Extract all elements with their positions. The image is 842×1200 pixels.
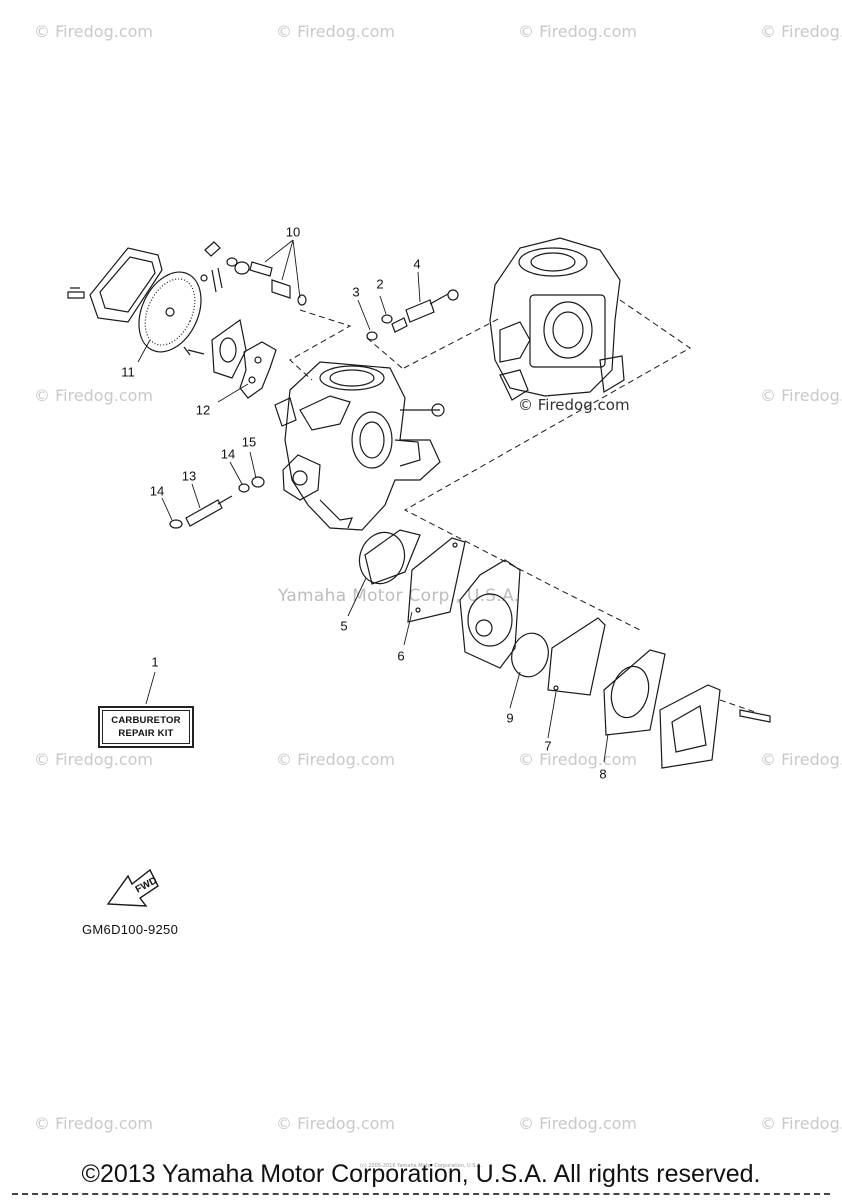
pump-cover-part	[67, 247, 277, 399]
carburetor-secondary	[489, 237, 625, 401]
watermark: © Firedog.com	[760, 386, 842, 405]
copyright-notice: ©2013 Yamaha Motor Corporation, U.S.A. A…	[81, 1160, 761, 1188]
watermark: © Firedog.com	[518, 22, 637, 41]
callout-number: 1	[151, 654, 159, 670]
callout-number: 3	[352, 284, 360, 300]
callout-number: 5	[340, 618, 348, 634]
callout-leaders	[137, 239, 609, 763]
callout-number: 13	[181, 468, 197, 484]
watermark: © Firedog.com	[518, 1114, 637, 1133]
callout-number: 8	[599, 766, 607, 782]
throttle-stop-parts	[169, 476, 265, 529]
assembly-lines	[289, 299, 756, 713]
repair-kit-line2: REPAIR KIT	[118, 728, 174, 739]
callout-number: 2	[376, 276, 384, 292]
callout-number: 15	[241, 434, 257, 450]
repair-kit-label: CARBURETOR REPAIR KIT	[98, 706, 194, 748]
carburetor-main	[274, 361, 445, 531]
watermark: © Firedog.com	[276, 22, 395, 41]
watermark: © Firedog.com	[34, 22, 153, 41]
center-watermark: Yamaha Motor Corp., U.S.A.	[278, 586, 520, 606]
watermark: © Firedog.com	[276, 1114, 395, 1133]
callout-number: 11	[121, 364, 135, 380]
watermark: © Firedog.com	[34, 750, 153, 769]
pilot-screw-parts	[366, 289, 459, 341]
callout-number: 9	[506, 710, 514, 726]
callout-number: 7	[544, 738, 552, 754]
bottom-border	[12, 1193, 830, 1195]
callout-number: 14	[220, 446, 236, 462]
callout-number: 4	[413, 256, 421, 272]
callout-number: 6	[397, 648, 405, 664]
watermark: © Firedog.com	[34, 1114, 153, 1133]
repair-kit-inner: CARBURETOR REPAIR KIT	[102, 710, 190, 744]
small-print: (c) 2005-2016 Yamaha Motor Corporation, …	[360, 1163, 482, 1169]
watermark: © Firedog.com	[760, 750, 842, 769]
diagram-code: GM6D100-9250	[82, 922, 179, 937]
forward-arrow-icon	[106, 868, 159, 907]
callout-number: 12	[195, 402, 211, 418]
needle-parts	[200, 241, 307, 306]
callout-number: 10	[285, 224, 301, 240]
diagram-watermark: © Firedog.com	[518, 396, 630, 414]
watermark: © Firedog.com	[760, 1114, 842, 1133]
watermark: © Firedog.com	[518, 750, 637, 769]
watermark: © Firedog.com	[760, 22, 842, 41]
repair-kit-line1: CARBURETOR	[111, 715, 181, 726]
watermark: © Firedog.com	[34, 386, 153, 405]
watermark: © Firedog.com	[276, 750, 395, 769]
callout-number: 14	[149, 483, 165, 499]
pump-diaphragm-stack	[358, 529, 771, 769]
